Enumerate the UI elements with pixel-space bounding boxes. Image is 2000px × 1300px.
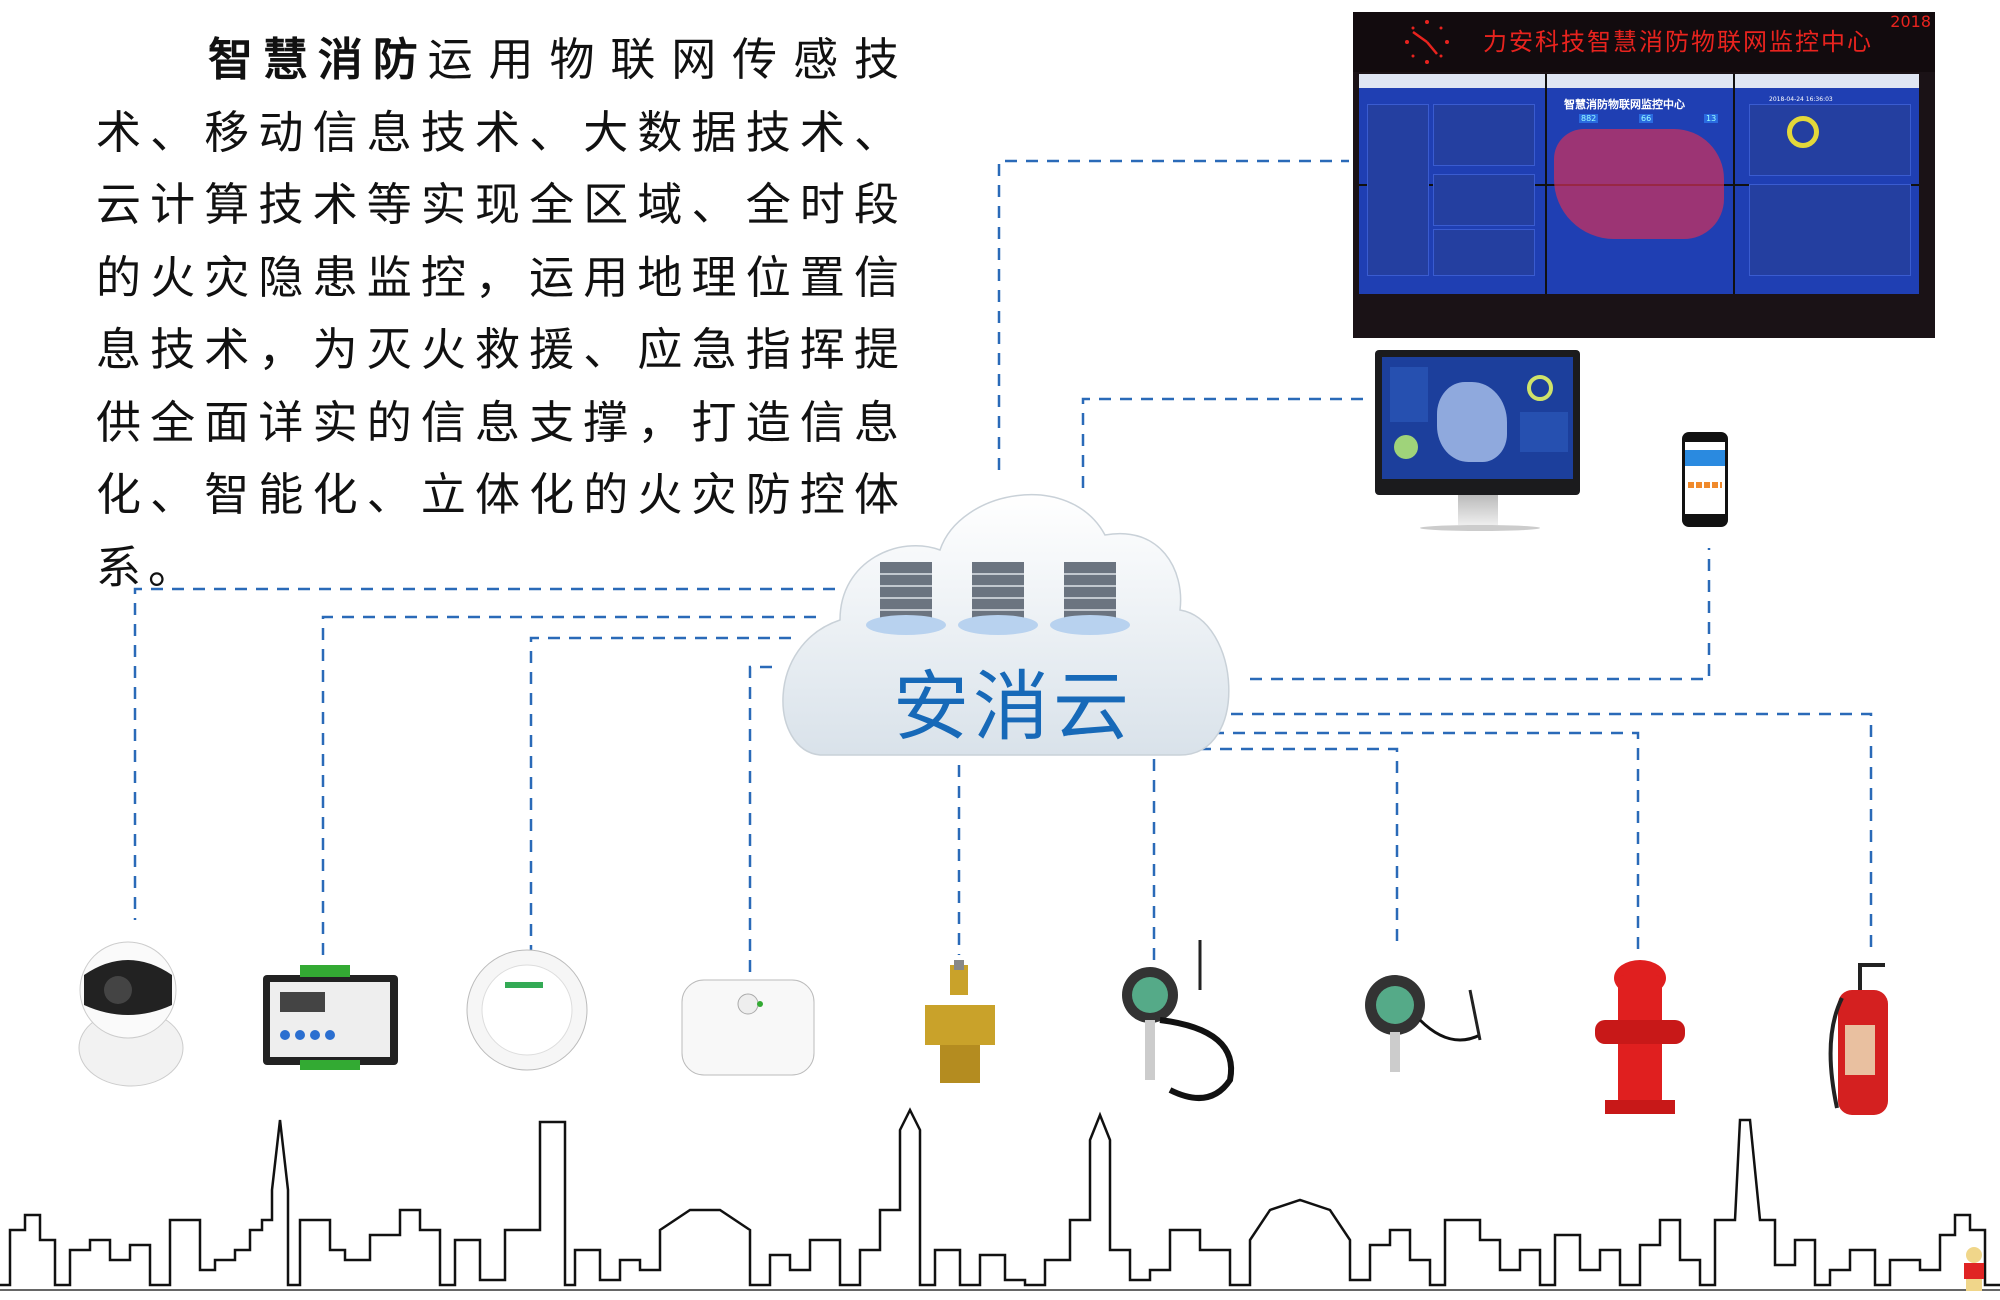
link-phone — [1250, 548, 1711, 681]
phone-screen — [1685, 442, 1725, 514]
dashboard-date: 2018-04-24 16:36:03 — [1769, 96, 1833, 103]
led-year: 2018 — [1890, 12, 1931, 31]
desktop-monitor — [1375, 350, 1580, 495]
electrical-monitor-icon — [263, 965, 398, 1070]
level-sensor-icon — [1365, 975, 1482, 1072]
monitor-base — [1420, 525, 1540, 531]
china-map — [1437, 382, 1507, 462]
stat-rate: 13 — [1704, 114, 1719, 123]
led-banner: 力安科技智慧消防物联网监控中心 2018 — [1353, 12, 1935, 72]
server-icon — [958, 562, 1038, 635]
link-extinguisher — [1231, 712, 1873, 950]
pressure-sensor-icon — [1122, 940, 1235, 1101]
stat-devices: 882 — [1579, 114, 1599, 123]
gas-detector-icon — [681, 979, 815, 1076]
smartphone — [1682, 432, 1728, 527]
cloud-label: 安消云 — [893, 662, 1133, 751]
server-icons — [866, 562, 1130, 635]
dashboard-title: 智慧消防物联网监控中心 — [1564, 98, 1685, 111]
cloud-platform — [782, 493, 1230, 756]
video-wall: 力安科技智慧消防物联网监控中心 2018 智慧消防物联网监控中心 2018-04… — [1353, 12, 1935, 338]
device-row — [78, 940, 1888, 1115]
link-camera — [133, 587, 835, 920]
link-smoke — [529, 636, 791, 950]
server-icon — [1050, 562, 1130, 635]
sprinkler-valve-icon — [925, 960, 995, 1083]
clock-icon — [1405, 20, 1449, 64]
link-monitor — [1081, 397, 1365, 488]
mascot-logo — [1964, 1247, 1984, 1291]
intro-body: 运用物联网传感技术、移动信息技术、大数据技术、云计算技术等实现全区域、全时段的火… — [96, 33, 906, 594]
intro-highlight: 智慧消防 — [208, 33, 428, 86]
fire-hydrant-icon — [1595, 960, 1685, 1114]
stat-units: 66 — [1639, 114, 1654, 123]
server-icon — [866, 562, 946, 635]
camera-icon — [78, 941, 184, 1087]
link-hydrant — [1212, 731, 1640, 955]
city-skyline — [0, 1107, 2000, 1291]
link-level — [1199, 747, 1399, 948]
smoke-detector-icon — [466, 949, 588, 1071]
link-gas — [748, 665, 772, 980]
link-controller — [321, 615, 816, 962]
led-title: 力安科技智慧消防物联网监控中心 — [1483, 28, 1873, 56]
china-map — [1554, 129, 1724, 239]
monitor-screen — [1382, 357, 1573, 479]
intro-paragraph: 智慧消防运用物联网传感技术、移动信息技术、大数据技术、云计算技术等实现全区域、全… — [96, 24, 906, 604]
dashboard-screen: 智慧消防物联网监控中心 2018-04-24 16:36:03 882 66 1… — [1359, 74, 1919, 294]
browser-bar — [1359, 74, 1919, 88]
link-video-wall — [997, 159, 1349, 470]
fire-extinguisher-icon — [1828, 963, 1888, 1115]
ring-chart — [1787, 116, 1819, 148]
monitor-stand — [1458, 495, 1498, 525]
